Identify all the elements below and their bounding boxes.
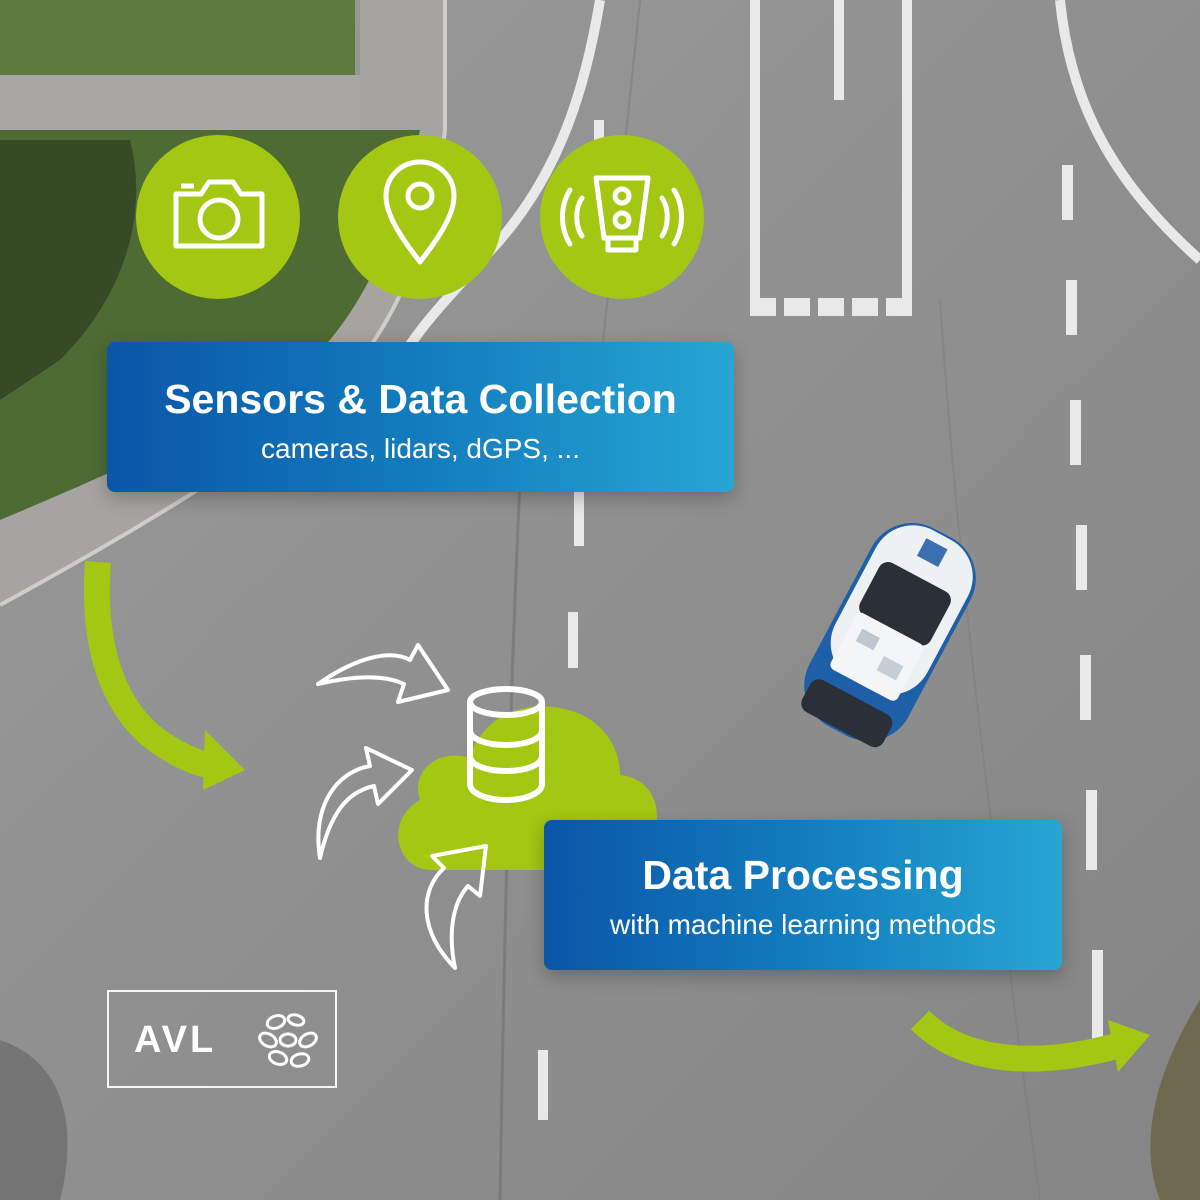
flow-arrow-left bbox=[83, 561, 245, 790]
grass-corner-right bbox=[1150, 1000, 1200, 1200]
processing-panel-title: Data Processing bbox=[642, 852, 964, 898]
grass-shadow bbox=[0, 140, 137, 400]
lane-dashes-right bbox=[1062, 165, 1103, 1040]
input-arrow-top bbox=[316, 643, 450, 704]
curved-sidewalk bbox=[0, 0, 445, 605]
radar-sensor-icon bbox=[560, 175, 684, 253]
avl-logo: AVL bbox=[107, 990, 337, 1088]
camera-icon-bg bbox=[136, 135, 300, 299]
location-pin-icon bbox=[383, 159, 457, 265]
road-marking-left-curve bbox=[405, 0, 605, 348]
processing-panel-subtitle: with machine learning methods bbox=[610, 909, 996, 940]
test-vehicle bbox=[801, 523, 976, 748]
input-arrow-bottom bbox=[424, 844, 488, 970]
location-icon-bg bbox=[338, 135, 502, 299]
sensors-panel-title: Sensors & Data Collection bbox=[164, 376, 677, 422]
sensors-panel-subtitle: cameras, lidars, dGPS, ... bbox=[261, 433, 580, 464]
grass-area bbox=[0, 0, 355, 75]
sidewalk bbox=[0, 75, 360, 130]
radar-icon-bg bbox=[540, 135, 704, 299]
avl-logo-mark-icon bbox=[258, 1013, 318, 1068]
camera-icon bbox=[173, 179, 265, 249]
flow-arrow-right bbox=[910, 1010, 1150, 1072]
sensors-data-collection-panel: Sensors & Data Collection cameras, lidar… bbox=[107, 342, 734, 492]
input-arrow-middle bbox=[316, 746, 414, 860]
data-processing-panel: Data Processing with machine learning me… bbox=[544, 820, 1062, 970]
avl-logo-text: AVL bbox=[134, 1019, 217, 1061]
database-icon bbox=[467, 686, 545, 804]
road-marking-right-curve bbox=[1055, 0, 1200, 264]
